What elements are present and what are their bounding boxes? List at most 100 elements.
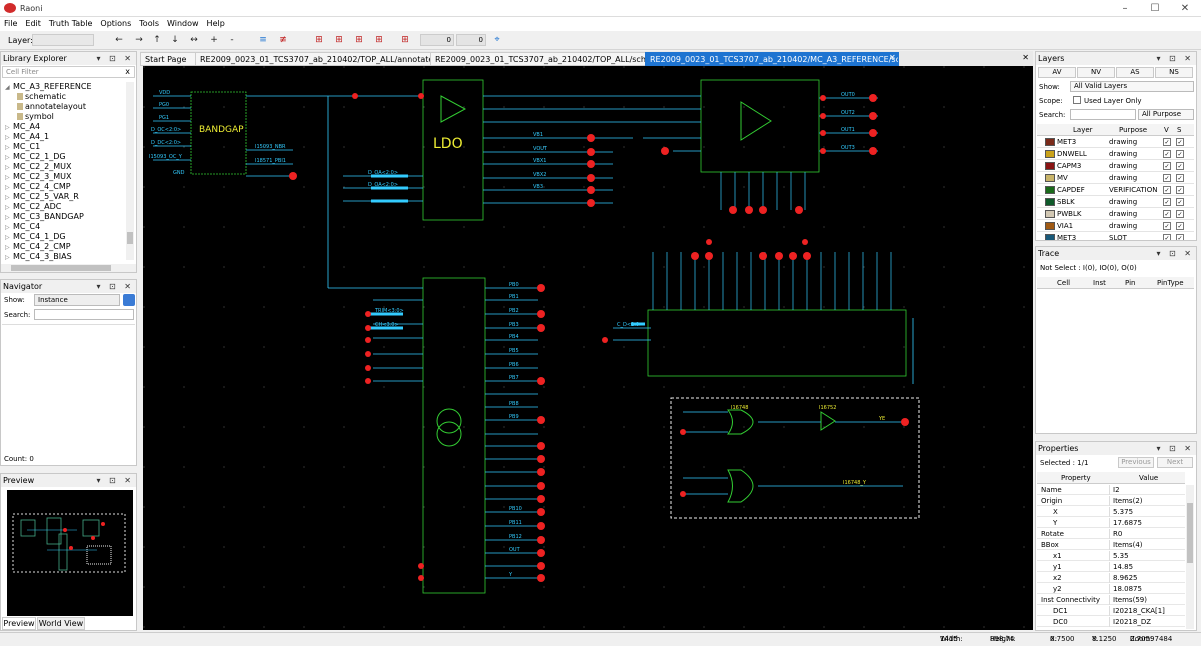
zoom-out-icon[interactable]: - <box>230 35 234 45</box>
layers-search-input[interactable] <box>1070 109 1136 120</box>
toolbar-number-1[interactable]: 0 <box>420 34 454 46</box>
layers-as-button[interactable]: AS <box>1116 67 1154 78</box>
layer-select[interactable] <box>32 34 94 46</box>
menu-tools[interactable]: Tools <box>139 19 159 28</box>
visible-checkbox[interactable]: ✓ <box>1163 138 1171 146</box>
collapsed-icon[interactable]: ▷ <box>5 224 10 231</box>
tab-annotatelayout[interactable]: RE2009_0023_01_TCS3707_ab_210402/TOP_ALL… <box>195 52 431 66</box>
collapsed-icon[interactable]: ▷ <box>5 154 10 161</box>
used-layer-only-checkbox[interactable] <box>1073 96 1081 104</box>
align-icon[interactable]: ≡ <box>259 35 267 45</box>
refresh-icon[interactable] <box>123 294 135 306</box>
distribute-icon[interactable]: ≢ <box>279 35 287 45</box>
collapsed-icon[interactable]: ▷ <box>5 144 10 151</box>
layers-show-select[interactable]: All Valid Layers <box>1070 81 1194 92</box>
library-item[interactable]: ▷MC_A4 <box>5 122 40 132</box>
library-item[interactable]: ▷MC_C2_3_MUX <box>5 172 72 182</box>
selectable-checkbox[interactable]: ✓ <box>1176 198 1184 206</box>
hier-1-icon[interactable]: ⊞ <box>315 35 323 45</box>
visible-checkbox[interactable]: ✓ <box>1163 186 1171 194</box>
menu-edit[interactable]: Edit <box>25 19 41 28</box>
panel-controls-icon[interactable]: ▾ ⊡ ✕ <box>1156 54 1194 63</box>
purpose-select[interactable]: All Purpose <box>1138 109 1194 120</box>
tab-top-schematic[interactable]: RE2009_0023_01_TCS3707_ab_210402/TOP_ALL… <box>430 52 646 66</box>
cell-filter-input[interactable]: Cell Filter <box>2 66 135 78</box>
properties-scrollbar[interactable] <box>1186 485 1194 629</box>
preview-canvas[interactable] <box>7 490 133 616</box>
library-item[interactable]: ▷MC_C2_5_VAR_R <box>5 192 79 202</box>
selectable-checkbox[interactable]: ✓ <box>1176 222 1184 230</box>
menu-file[interactable]: File <box>4 19 18 28</box>
menu-help[interactable]: Help <box>206 19 225 28</box>
selectable-checkbox[interactable]: ✓ <box>1176 150 1184 158</box>
previous-button[interactable]: Previous <box>1118 457 1154 468</box>
library-item[interactable]: ▷MC_C4_1_DG <box>5 232 66 242</box>
hier-3-icon[interactable]: ⊞ <box>355 35 363 45</box>
library-item[interactable]: ▷MC_C2_4_CMP <box>5 182 71 192</box>
arrow-left-icon[interactable]: ← <box>115 35 123 45</box>
fit-horizontal-icon[interactable]: ↔ <box>190 35 198 45</box>
collapsed-icon[interactable]: ▷ <box>5 254 10 261</box>
view-icon[interactable] <box>17 113 23 120</box>
minimize-icon[interactable]: – <box>1122 3 1128 14</box>
tab-close-all-icon[interactable]: ✕ <box>1022 53 1029 62</box>
navigator-show-select[interactable]: Instance <box>34 294 120 306</box>
collapsed-icon[interactable]: ▷ <box>5 234 10 241</box>
library-item[interactable]: ▷MC_C1 <box>5 142 40 152</box>
selectable-checkbox[interactable]: ✓ <box>1176 210 1184 218</box>
selectable-checkbox[interactable]: ✓ <box>1176 174 1184 182</box>
tab-reference-schematic[interactable]: RE2009_0023_01_TCS3707_ab_210402/MC_A3_R… <box>645 52 899 66</box>
close-tab-icon[interactable]: ✕ <box>889 53 896 62</box>
collapsed-icon[interactable]: ▷ <box>5 124 10 131</box>
navigator-search-input[interactable] <box>34 309 134 320</box>
library-item[interactable]: ▷MC_C4_2_CMP <box>5 242 71 252</box>
visible-checkbox[interactable]: ✓ <box>1163 174 1171 182</box>
selectable-checkbox[interactable]: ✓ <box>1176 234 1184 240</box>
selectable-checkbox[interactable]: ✓ <box>1176 138 1184 146</box>
menu-options[interactable]: Options <box>100 19 132 28</box>
arrow-down-icon[interactable]: ↓ <box>171 35 179 45</box>
arrow-right-icon[interactable]: → <box>135 35 143 45</box>
library-scrollbar[interactable] <box>126 82 134 260</box>
library-item[interactable]: ◢MC_A3_REFERENCE <box>5 82 92 92</box>
visible-checkbox[interactable]: ✓ <box>1163 198 1171 206</box>
selectable-checkbox[interactable]: ✓ <box>1176 162 1184 170</box>
library-item[interactable]: ▷MC_C4_3_BIAS <box>5 252 72 262</box>
library-item[interactable]: symbol <box>17 112 54 122</box>
visible-checkbox[interactable]: ✓ <box>1163 150 1171 158</box>
menu-window[interactable]: Window <box>167 19 199 28</box>
view-icon[interactable] <box>17 93 23 100</box>
toolbar-number-2[interactable]: 0 <box>456 34 486 46</box>
library-hscrollbar[interactable] <box>1 264 136 272</box>
collapsed-icon[interactable]: ▷ <box>5 244 10 251</box>
close-icon[interactable]: ✕ <box>1180 3 1190 14</box>
panel-controls-icon[interactable]: ▾ ⊡ ✕ <box>96 54 134 63</box>
selectable-checkbox[interactable]: ✓ <box>1176 186 1184 194</box>
panel-controls-icon[interactable]: ▾ ⊡ ✕ <box>96 282 134 291</box>
next-button[interactable]: Next <box>1157 457 1193 468</box>
library-item[interactable]: ▷MC_A4_1 <box>5 132 49 142</box>
tab-world-view[interactable]: World View <box>37 617 85 630</box>
view-icon[interactable] <box>17 103 23 110</box>
visible-checkbox[interactable]: ✓ <box>1163 162 1171 170</box>
library-item[interactable]: annotatelayout <box>17 102 86 112</box>
collapsed-icon[interactable]: ▷ <box>5 174 10 181</box>
tab-start-page[interactable]: Start Page <box>140 52 196 66</box>
library-item[interactable]: ▷MC_C3_BANDGAP <box>5 212 84 222</box>
layers-nv-button[interactable]: NV <box>1077 67 1115 78</box>
